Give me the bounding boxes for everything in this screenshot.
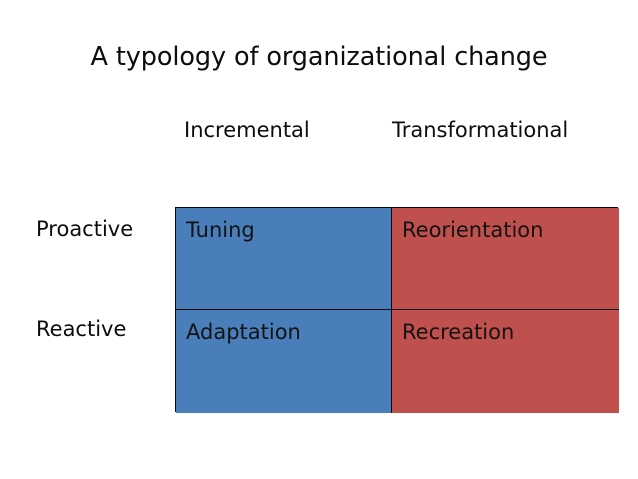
matrix-cell-tuning[interactable]: Tuning [176,208,391,309]
row-header-reactive: Reactive [36,317,127,341]
page-title: A typology of organizational change [90,42,548,72]
matrix-cell-reorientation[interactable]: Reorientation [391,208,619,309]
matrix-cell-adaptation[interactable]: Adaptation [176,309,391,413]
column-header-incremental: Incremental [184,118,310,142]
matrix-cell-recreation[interactable]: Recreation [391,309,619,413]
row-header-proactive: Proactive [36,217,134,241]
typology-matrix: Tuning Reorientation Adaptation Recreati… [175,207,619,413]
column-header-transformational: Transformational [392,118,569,142]
